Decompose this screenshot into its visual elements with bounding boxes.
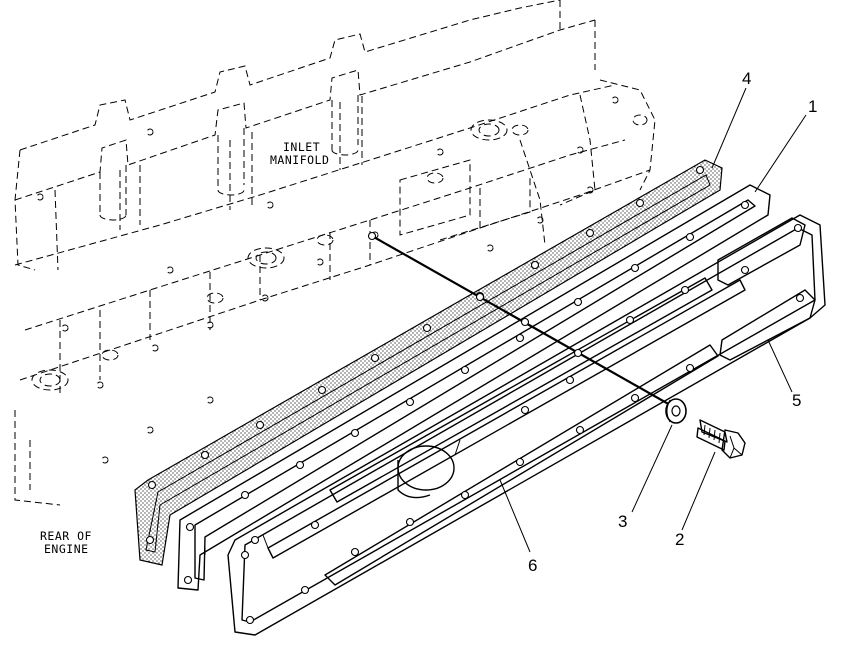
callout-6: 6: [528, 556, 537, 575]
callout-5: 5: [792, 391, 801, 410]
rear-of-engine-label-line1: REAR OF: [40, 529, 92, 543]
leader-lines: [499, 87, 807, 553]
inlet-manifold-outline: [14, 0, 656, 506]
callout-1: 1: [808, 97, 817, 116]
cover-plate: [177, 184, 771, 591]
inlet-manifold-label-line2: MANIFOLD: [270, 153, 329, 167]
bolt-alignment-line: [367, 231, 673, 407]
washer: [665, 398, 687, 424]
rear-of-engine-label-line2: ENGINE: [44, 542, 89, 556]
stippled-gasket: [134, 159, 723, 566]
mounting-holes: [145, 165, 805, 625]
inlet-manifold-label-line1: INLET: [283, 140, 320, 154]
callout-4: 4: [742, 69, 751, 88]
callout-3: 3: [618, 512, 627, 531]
callout-2: 2: [675, 530, 684, 549]
hex-bolt: [696, 419, 746, 459]
